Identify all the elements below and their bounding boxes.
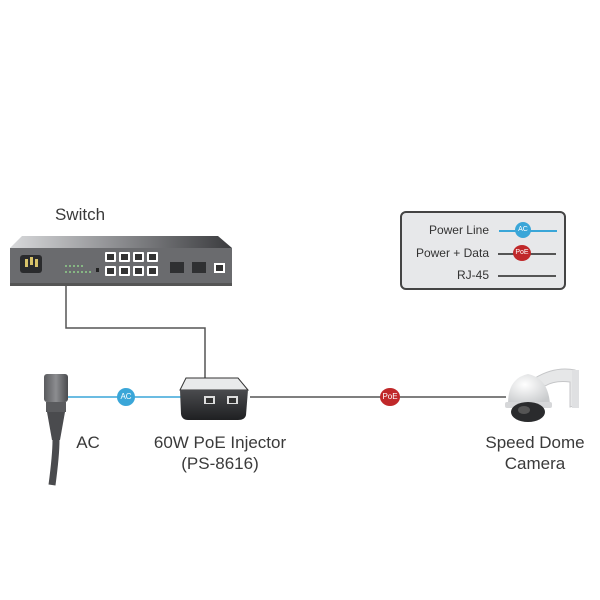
injector-label-model: (PS-8616) bbox=[181, 454, 259, 473]
camera-label-line2: Camera bbox=[504, 454, 566, 473]
legend-label-power-line: Power Line bbox=[428, 223, 489, 237]
legend: Power Line AC Power + Data PoE RJ-45 bbox=[400, 211, 566, 290]
speed-dome-camera-device bbox=[505, 368, 579, 422]
ac-badge-text: AC bbox=[120, 392, 132, 401]
legend-line-rj45 bbox=[498, 275, 556, 277]
camera-label: Speed Dome Camera bbox=[470, 432, 600, 474]
rj45-cable bbox=[65, 283, 206, 378]
legend-badge-poe-text: PoE bbox=[515, 249, 529, 256]
poe-badge: PoE bbox=[380, 388, 400, 406]
ac-badge: AC bbox=[117, 388, 135, 406]
ac-plug-device bbox=[44, 374, 68, 486]
switch-label: Switch bbox=[54, 205, 106, 224]
injector-label-name: 60W PoE Injector bbox=[153, 433, 287, 452]
injector-label: 60W PoE Injector (PS-8616) bbox=[130, 432, 310, 474]
legend-badge-poe: PoE bbox=[513, 245, 531, 261]
injector-device bbox=[179, 377, 250, 420]
camera-label-line1: Speed Dome bbox=[485, 433, 585, 452]
legend-label-rj45: RJ-45 bbox=[456, 268, 489, 282]
poe-badge-text: PoE bbox=[382, 392, 398, 401]
switch-device bbox=[10, 236, 232, 286]
ac-source-label: AC bbox=[76, 433, 100, 452]
legend-badge-ac: AC bbox=[515, 222, 531, 238]
legend-label-power-data: Power + Data bbox=[415, 246, 489, 260]
legend-badge-ac-text: AC bbox=[518, 226, 528, 233]
